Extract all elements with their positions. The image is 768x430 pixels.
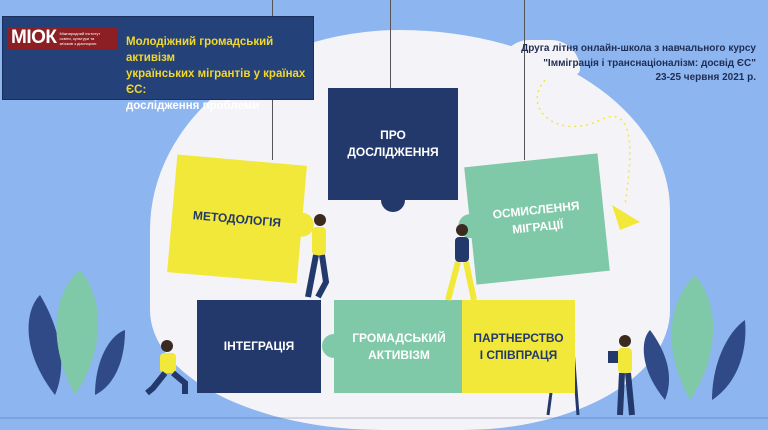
person-pushing-icon — [305, 214, 330, 299]
piece-label: МІГРАЦІЇ — [511, 217, 565, 237]
leaf-icon — [28, 295, 62, 395]
puzzle-piece-partnership[interactable]: ПАРТНЕРСТВО І СПІВПРАЦЯ — [462, 300, 575, 393]
piece-label: МЕТОДОЛОГІЯ — [192, 207, 282, 230]
piece-label: ПРО — [380, 128, 406, 142]
person-walking-icon — [445, 224, 477, 301]
title-line: дослідження проблеми — [126, 100, 260, 112]
leaf-icon — [643, 330, 670, 400]
page-title: Молодіжний громадський активізм українсь… — [126, 34, 316, 114]
logo-subtitle: Міжнародний інститут освіти, культури та… — [59, 30, 101, 46]
puzzle-piece-methodology[interactable]: МЕТОДОЛОГІЯ — [167, 154, 315, 284]
piece-label: ОСМИСЛЕННЯ — [491, 198, 581, 222]
piece-label: ГРОМАДСЬКИЙ — [352, 330, 446, 345]
event-line: "Імміграція і транснаціоналізм: досвід Є… — [543, 57, 756, 69]
event-line: Друга літня онлайн-школа з навчального к… — [521, 43, 756, 54]
hanging-string — [390, 0, 391, 90]
logo-mark: МІОК — [11, 27, 57, 48]
title-line: Молодіжний громадський активізм — [126, 36, 274, 64]
piece-label: І СПІВПРАЦЯ — [479, 347, 558, 362]
piece-label: АКТИВІЗМ — [368, 347, 430, 362]
person-kneeling-icon — [145, 340, 188, 396]
piece-label: ПАРТНЕРСТВО — [473, 330, 564, 345]
person-with-tablet-icon — [608, 335, 635, 416]
hanging-string — [524, 0, 525, 160]
puzzle-piece-activism[interactable]: ГРОМАДСЬКИЙ АКТИВІЗМ — [322, 300, 464, 393]
leaf-icon — [56, 270, 99, 395]
piece-label: ІНТЕГРАЦІЯ — [223, 339, 295, 353]
title-line: українських мігрантів у країнах ЄС: — [126, 68, 306, 96]
puzzle-piece-integration[interactable]: ІНТЕГРАЦІЯ — [197, 300, 321, 393]
leaf-icon — [95, 330, 125, 395]
piece-label: ДОСЛІДЖЕННЯ — [347, 145, 439, 159]
leaf-icon — [671, 275, 714, 400]
cloud-icon — [500, 40, 580, 75]
puzzle-piece-about-research[interactable]: ПРО ДОСЛІДЖЕННЯ — [328, 88, 458, 212]
event-date: 23-25 червня 2021 р. — [655, 72, 756, 83]
leaf-icon — [712, 320, 746, 400]
logo: МІОК Міжнародний інститут освіти, культу… — [8, 27, 118, 49]
paper-plane-icon — [612, 205, 640, 230]
event-info: Друга літня онлайн-школа з навчального к… — [521, 42, 756, 86]
